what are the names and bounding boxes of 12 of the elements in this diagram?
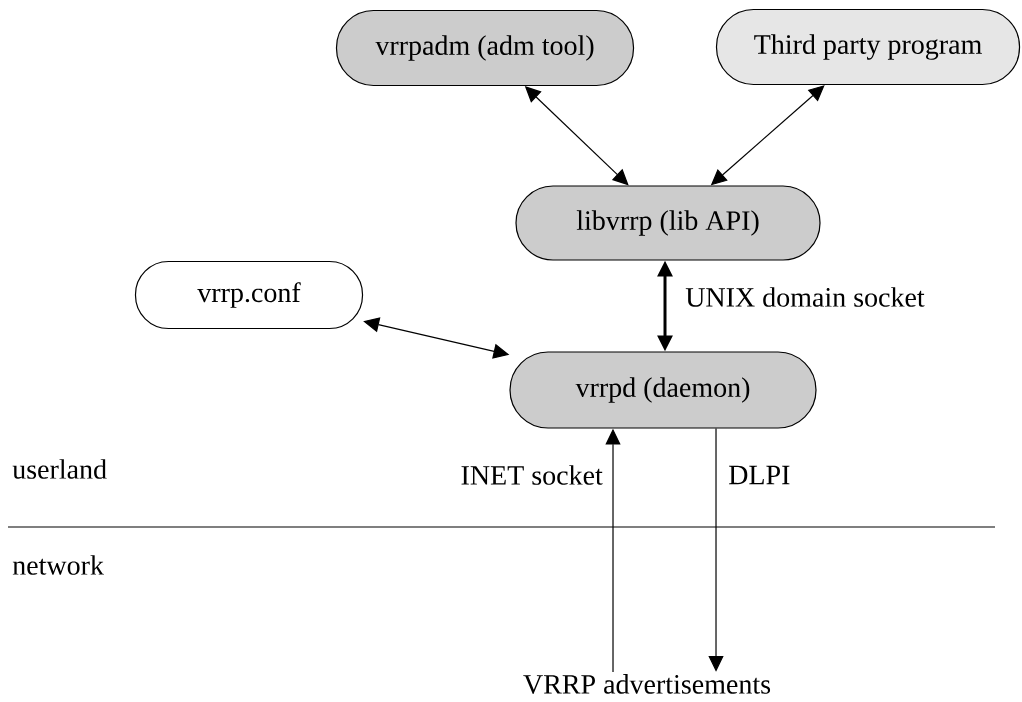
rounded-box: vrrpd (daemon) xyxy=(509,351,817,429)
region-label: network xyxy=(12,555,104,575)
edge-label: INET socket xyxy=(459,464,604,486)
edge-label: DLPI xyxy=(727,464,792,486)
rounded-box: vrrpadm (adm tool) xyxy=(335,9,635,87)
node-text: VRRP advertisements xyxy=(523,674,771,694)
edge-label: UNIX domain socket xyxy=(684,286,926,308)
rounded-box: vrrp.conf xyxy=(134,260,364,330)
rounded-box: libvrrp (lib API) xyxy=(515,185,821,261)
region-label: userland xyxy=(12,459,107,479)
arrow xyxy=(708,428,724,672)
rounded-box: Third party program xyxy=(715,8,1021,86)
